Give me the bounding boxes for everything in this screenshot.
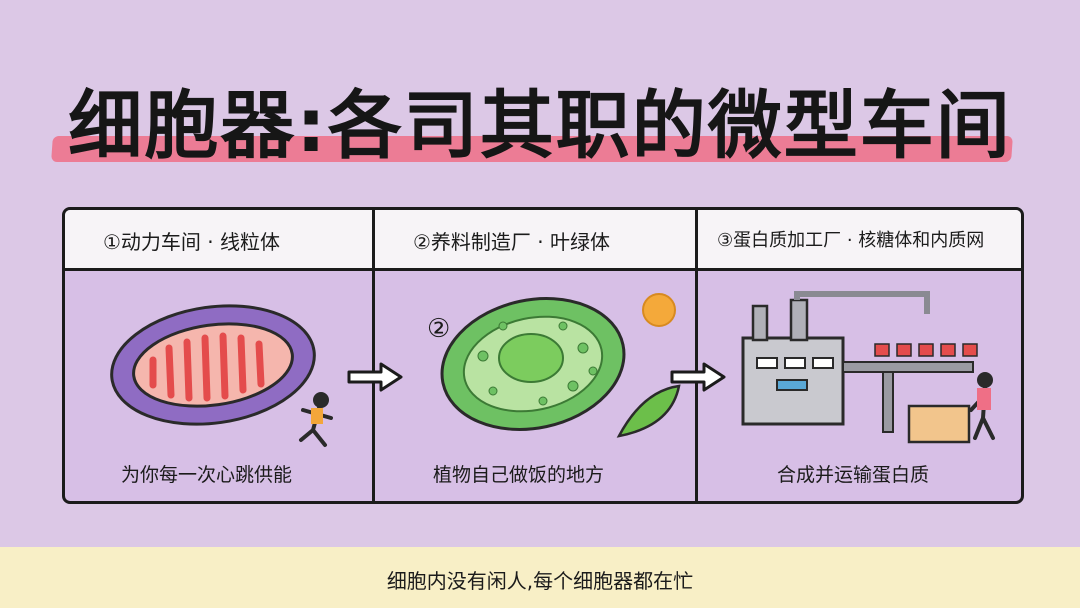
arrow-right-icon xyxy=(347,362,403,392)
column-divider xyxy=(372,210,375,501)
column-caption-chloroplast: 植物自己做饭的地方 xyxy=(433,464,605,486)
page-title: 细胞器:各司其职的微型车间 xyxy=(68,83,1012,169)
organelle-panel: ①动力车间 · 线粒体 为你每一次心跳供能 ②养料制造厂 · 叶绿体 ② 植物自… xyxy=(62,207,1024,504)
footer-bar: 细胞内没有闲人,每个细胞器都在忙 xyxy=(0,547,1080,608)
column-title-mitochondria: ①动力车间 · 线粒体 xyxy=(103,230,281,254)
panel-header-row xyxy=(65,210,1021,271)
column-title-ribosome-er: ③蛋白质加工厂 · 核糖体和内质网 xyxy=(717,230,985,251)
column-divider xyxy=(695,210,698,501)
mitochondrion-icon xyxy=(110,304,333,447)
factory-icon xyxy=(741,291,995,444)
column-caption-ribosome-er: 合成并运输蛋白质 xyxy=(777,464,930,486)
arrow-right-icon xyxy=(670,362,726,392)
step-number-badge: ② xyxy=(427,314,451,344)
column-caption-mitochondria: 为你每一次心跳供能 xyxy=(121,464,293,486)
chloroplast-icon xyxy=(440,293,681,438)
title-area: 细胞器:各司其职的微型车间 xyxy=(0,78,1080,174)
footer-text: 细胞内没有闲人,每个细胞器都在忙 xyxy=(386,569,694,593)
column-title-chloroplast: ②养料制造厂 · 叶绿体 xyxy=(413,230,611,254)
